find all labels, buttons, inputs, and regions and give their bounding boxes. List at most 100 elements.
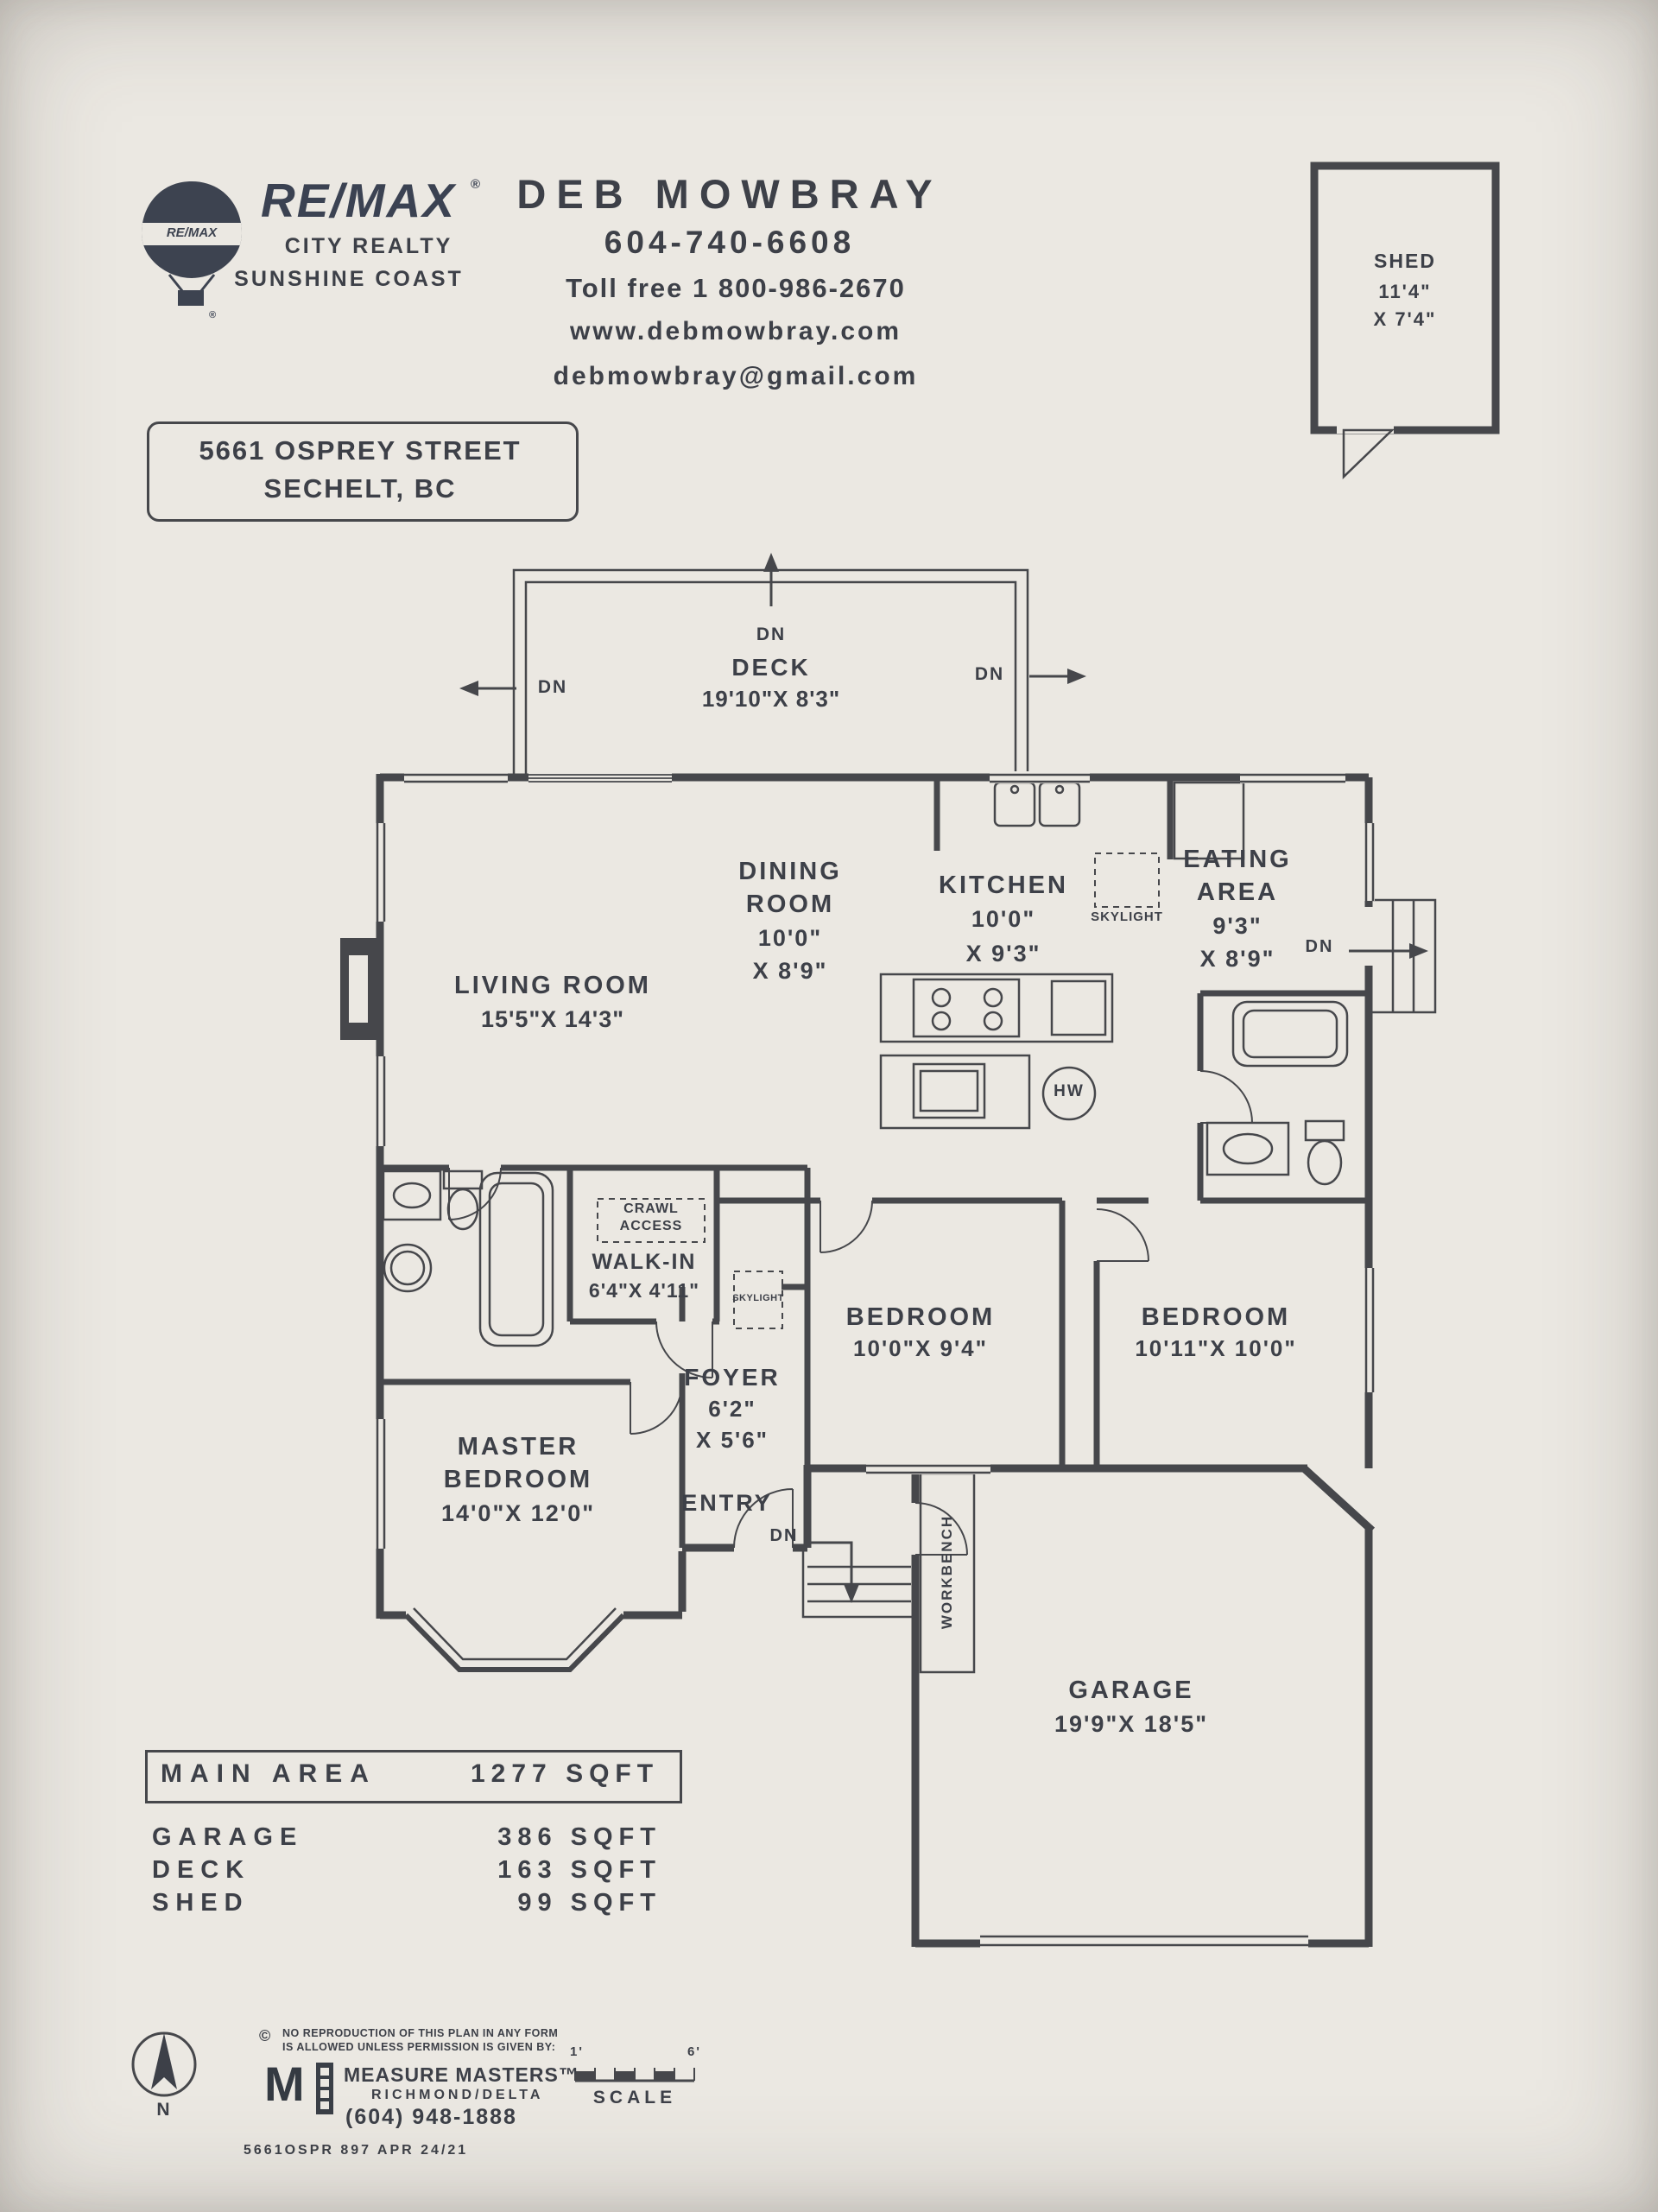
room-label-walkin: WALK-IN xyxy=(592,1250,697,1274)
copyright-symbol: © xyxy=(259,2027,271,2044)
scale-bar xyxy=(574,2068,695,2082)
skylight-label-foyer: SKYLIGHT xyxy=(732,1293,784,1303)
room-dims-bedroom2: 10'11"X 10'0" xyxy=(1135,1335,1297,1361)
measure-masters-region: RICHMOND/DELTA xyxy=(371,2088,544,2102)
room-label-deck: DECK xyxy=(731,654,811,681)
hw-tank-label: HW xyxy=(1054,1082,1085,1100)
room-dims-master: 14'0"X 12'0" xyxy=(440,1500,596,1526)
room-dims-foyer-2: X 5'6" xyxy=(696,1427,769,1453)
shed-outline xyxy=(1310,162,1500,479)
room-dims-deck: 19'10"X 8'3" xyxy=(701,686,841,712)
main-area-box xyxy=(145,1750,682,1803)
interior-walls xyxy=(380,777,1369,1548)
shed-label: SHED xyxy=(1374,250,1436,272)
bay-window xyxy=(403,1607,626,1672)
agent-name: DEB MOWBRAY xyxy=(516,171,943,217)
brand-city-realty: CITY REALTY xyxy=(284,234,453,258)
scale-right-label: 6' xyxy=(687,2044,701,2059)
agent-website: www.debmowbray.com xyxy=(569,317,902,345)
area-row-value-deck: 163 SQFT xyxy=(497,1856,661,1884)
measure-masters-logo-m: M xyxy=(264,2057,305,2111)
outdoor-steps xyxy=(801,898,1437,1619)
compass-icon xyxy=(131,2031,197,2097)
room-label-dining-2: ROOM xyxy=(745,891,835,918)
room-dims-walkin: 6'4"X 4'11" xyxy=(588,1279,700,1302)
dn-label-eating: DN xyxy=(1305,937,1334,956)
room-dims-eating-2: X 8'9" xyxy=(1199,946,1275,972)
dn-label-deck-right: DN xyxy=(974,664,1005,684)
room-label-foyer: FOYER xyxy=(684,1364,781,1391)
copyright-line1: NO REPRODUCTION OF THIS PLAN IN ANY FORM xyxy=(282,2027,559,2039)
room-label-bedroom2: BEDROOM xyxy=(1141,1303,1291,1331)
agent-tollfree: Toll free 1 800-986-2670 xyxy=(566,273,906,303)
north-label: N xyxy=(156,2100,172,2120)
dn-label-deck-left: DN xyxy=(537,677,568,697)
crawl-access-2: ACCESS xyxy=(619,1219,683,1233)
room-label-master-1: MASTER xyxy=(457,1433,579,1461)
agent-email: debmowbray@gmail.com xyxy=(553,362,919,390)
room-dims-dining-2: X 8'9" xyxy=(752,958,828,984)
measure-masters-phone: (604) 948-1888 xyxy=(345,2105,517,2129)
address-line1: 5661 OSPREY STREET xyxy=(199,435,522,466)
room-dims-bedroom1: 10'0"X 9'4" xyxy=(853,1335,988,1361)
skylight-label-kitchen: SKYLIGHT xyxy=(1091,910,1163,924)
room-label-entry: ENTRY xyxy=(681,1490,773,1516)
remax-balloon-icon xyxy=(142,181,242,306)
stair-arrows xyxy=(459,553,1428,1603)
room-dims-garage: 19'9"X 18'5" xyxy=(1054,1711,1209,1737)
toilet xyxy=(1304,1119,1345,1142)
skylight-kitchen-box xyxy=(1094,852,1160,908)
dn-label-deck-top: DN xyxy=(756,624,787,644)
room-dims-dining-1: 10'0" xyxy=(757,925,823,951)
dashed-features xyxy=(597,852,1160,1329)
room-label-living: LIVING ROOM xyxy=(454,972,651,999)
room-label-kitchen: KITCHEN xyxy=(939,871,1068,899)
crawl-access-1: CRAWL xyxy=(623,1201,679,1216)
room-label-garage: GARAGE xyxy=(1068,1676,1194,1704)
film-strip-icon xyxy=(316,2063,333,2114)
area-row-label-shed: SHED xyxy=(152,1889,250,1917)
bathtub xyxy=(1231,1000,1349,1068)
registered-mark-balloon: ® xyxy=(209,310,217,320)
remax-wordmark: RE/MAX xyxy=(261,174,456,227)
area-row-label-deck: DECK xyxy=(152,1856,251,1884)
brand-sunshine-coast: SUNSHINE COAST xyxy=(234,267,464,291)
main-area-value: 1277 SQFT xyxy=(471,1759,660,1788)
garage-door xyxy=(980,1935,1308,1947)
area-row-value-garage: 386 SQFT xyxy=(497,1823,661,1851)
copyright-line2: IS ALLOWED UNLESS PERMISSION IS GIVEN BY… xyxy=(282,2041,556,2053)
room-label-eating-1: EATING xyxy=(1183,846,1292,873)
scale-label: SCALE xyxy=(592,2088,677,2107)
plan-file-number: 5661OSPR 897 APR 24/21 xyxy=(244,2143,469,2158)
agent-phone: 604-740-6608 xyxy=(604,225,856,260)
hot-water-tank xyxy=(1041,1066,1097,1121)
windows xyxy=(374,771,1375,1549)
address-line2: SECHELT, BC xyxy=(263,473,457,504)
room-label-dining-1: DINING xyxy=(738,858,842,885)
crawl-access-box xyxy=(597,1198,706,1243)
registered-mark: ® xyxy=(471,177,481,192)
area-row-label-garage: GARAGE xyxy=(152,1823,304,1851)
door-swings xyxy=(448,1070,1253,1556)
measure-masters-name: MEASURE MASTERS™ xyxy=(344,2063,579,2086)
dn-label-entry: DN xyxy=(769,1526,799,1545)
main-area-label: MAIN AREA xyxy=(161,1759,377,1788)
room-dims-eating-1: 9'3" xyxy=(1212,913,1262,939)
room-dims-kitchen-2: X 9'3" xyxy=(965,941,1041,967)
room-label-eating-2: AREA xyxy=(1196,878,1279,906)
room-dims-living: 15'5"X 14'3" xyxy=(480,1006,625,1032)
scale-left-label: 1' xyxy=(570,2044,584,2059)
vanity xyxy=(1206,1121,1290,1176)
room-label-master-2: BEDROOM xyxy=(443,1466,593,1493)
room-label-bedroom1: BEDROOM xyxy=(845,1303,996,1331)
remax-balloon-label: RE/MAX xyxy=(166,225,218,240)
skylight-foyer-box xyxy=(733,1271,783,1329)
address-box xyxy=(147,421,579,522)
shed-dim2: X 7'4" xyxy=(1373,308,1437,330)
workbench-label: WORKBENCH xyxy=(939,1514,956,1630)
kitchen-fixtures xyxy=(879,781,1245,1130)
room-dims-kitchen-1: 10'0" xyxy=(971,906,1036,932)
fireplace xyxy=(340,938,382,1040)
